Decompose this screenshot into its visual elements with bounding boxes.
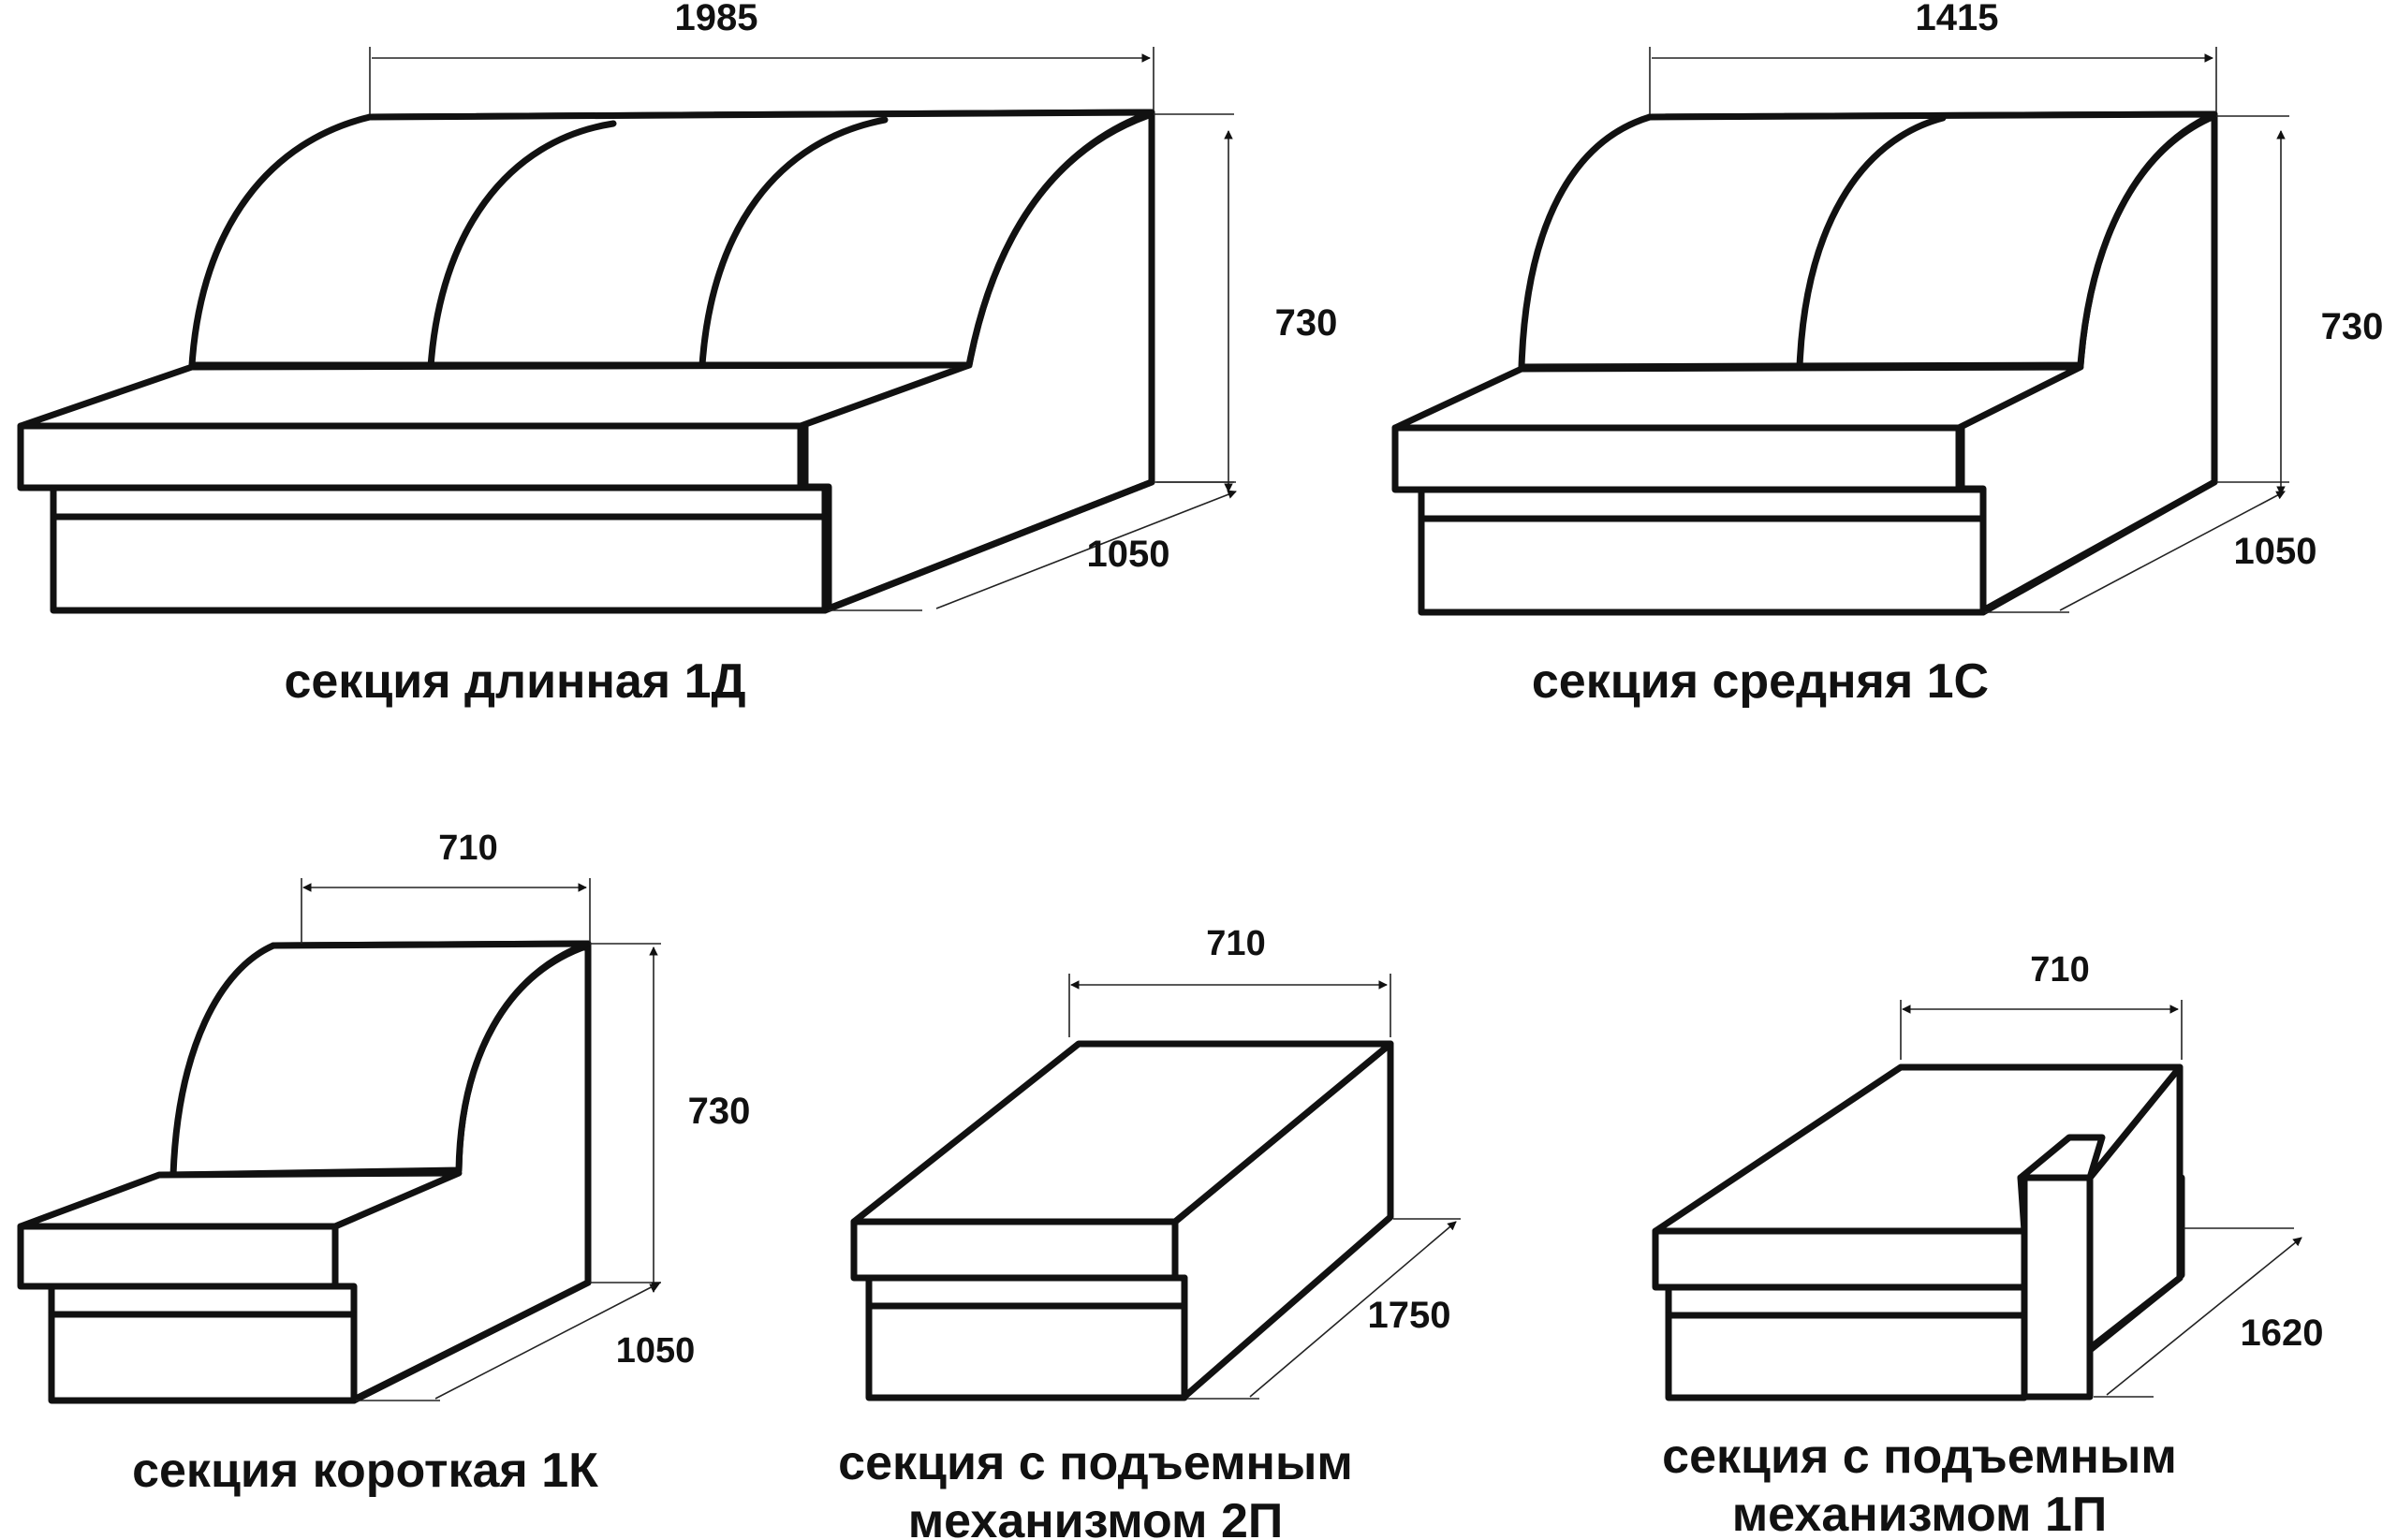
middle-seat-cushion xyxy=(1391,424,1963,493)
middle-seat-top xyxy=(1391,363,2084,432)
lift1p-caption-line2: механизмом 1П xyxy=(1732,1488,2108,1540)
long-seam-2 xyxy=(699,116,889,369)
short-base xyxy=(48,1311,358,1404)
lift1p-depth-label: 1620 xyxy=(2241,1313,2324,1354)
long-width-label: 1985 xyxy=(675,0,758,38)
lift2p-width-label: 710 xyxy=(1206,924,1265,963)
short-base-band xyxy=(48,1283,358,1318)
section-lift-2p: 710 1750 секция с подъемным механизмом 2… xyxy=(838,924,1461,1540)
short-depth-dim-line xyxy=(434,1282,661,1400)
lift1p-base-band xyxy=(1665,1283,2028,1319)
middle-depth-label: 1050 xyxy=(2234,531,2317,572)
lift2p-caption-line1: секция с подъемным xyxy=(838,1436,1353,1490)
middle-bottom-edge xyxy=(1979,478,2218,616)
long-seat-top xyxy=(17,361,973,430)
lift1p-cushion xyxy=(1652,1227,2028,1291)
short-backrest xyxy=(169,940,592,1179)
long-depth-label: 1050 xyxy=(1087,534,1170,575)
lift2p-depth-label: 1750 xyxy=(1368,1295,1451,1336)
short-caption: секция короткая 1К xyxy=(132,1444,598,1498)
lift2p-cushion xyxy=(850,1218,1179,1282)
short-height-label: 730 xyxy=(688,1091,751,1132)
long-backrest xyxy=(188,109,1155,369)
middle-base xyxy=(1418,515,1987,616)
middle-backrest xyxy=(1518,110,2218,371)
section-middle-1c: 1415 730 1050 секция средняя 1С xyxy=(1391,0,2384,709)
middle-caption: секция средняя 1С xyxy=(1532,654,1989,709)
lift2p-base xyxy=(865,1302,1188,1401)
short-bottom-edge xyxy=(350,1279,592,1404)
long-caption: секция длинная 1Д xyxy=(284,654,745,709)
section-lift-1p: 710 1620 секция с подъемным механизмом 1… xyxy=(1652,950,2324,1540)
long-depth-dim-line xyxy=(935,490,1237,609)
middle-width-label: 1415 xyxy=(1916,0,1999,38)
long-seat-cushion xyxy=(17,422,804,491)
section-short-1k: 710 730 1050 секция короткая 1К xyxy=(17,829,751,1498)
short-depth-label: 1050 xyxy=(616,1331,696,1371)
lift1p-front-block xyxy=(2021,1174,2094,1401)
middle-height-label: 730 xyxy=(2321,306,2384,347)
lift2p-base-band xyxy=(865,1274,1188,1310)
long-height-label: 730 xyxy=(1275,302,1338,344)
lift2p-caption-line2: механизмом 2П xyxy=(908,1494,1284,1540)
lift1p-notch-edge xyxy=(2017,1134,2106,1181)
long-bottom-edge xyxy=(821,478,1155,614)
lift1p-caption-line1: секция с подъемным xyxy=(1662,1430,2177,1484)
lift1p-depth-dim-line xyxy=(2106,1237,2302,1396)
long-base-band xyxy=(50,484,829,521)
lift1p-width-label: 710 xyxy=(2030,950,2089,990)
lift1p-base xyxy=(1665,1312,2028,1401)
long-base xyxy=(50,513,829,614)
long-seam-1 xyxy=(427,120,617,371)
short-seat-cushion xyxy=(17,1223,339,1290)
short-width-label: 710 xyxy=(438,829,497,868)
lift2p-depth-dim-line xyxy=(1249,1221,1457,1398)
section-long-1d: 1985 730 1050 секция длинная 1Д xyxy=(17,0,1338,709)
middle-depth-dim-line xyxy=(2059,491,2286,611)
middle-base-band xyxy=(1418,486,1987,522)
middle-seam xyxy=(1796,114,1947,371)
